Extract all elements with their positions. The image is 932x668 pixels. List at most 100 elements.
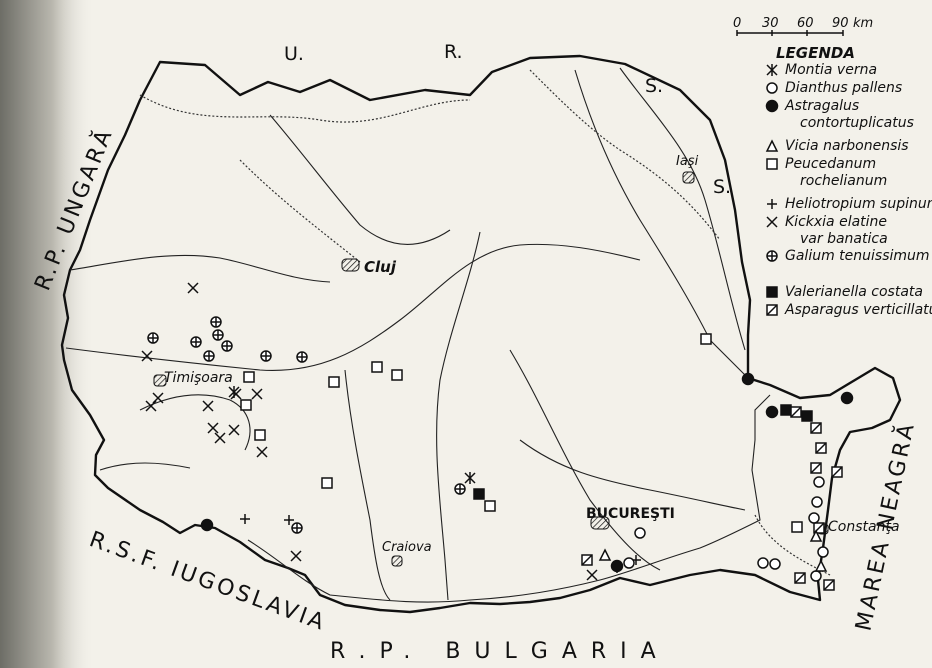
marker-plus-25 <box>240 514 250 524</box>
marker-circle-plus-16 <box>212 329 224 341</box>
marker-circle-open-61 <box>757 557 769 569</box>
marker-circle-open-56 <box>634 527 646 539</box>
marker-cross-8 <box>228 424 240 436</box>
marker-square-hatched-55 <box>831 466 843 478</box>
marker-square-open-32 <box>391 369 403 381</box>
city-label-iasi: Iaşi <box>676 154 699 169</box>
scale-unit: km <box>853 16 873 31</box>
city-bucuresti: BUCUREŞTI <box>586 506 675 530</box>
scale-tick-60: 60 <box>797 16 814 31</box>
marker-cross-4 <box>202 400 214 412</box>
marker-cross-9 <box>214 432 226 444</box>
legend-label-7: Galium tenuissimum <box>785 248 930 264</box>
marker-cross-0 <box>187 282 199 294</box>
river-prut <box>619 67 746 351</box>
city-label-timisoara: Timişoara <box>164 370 233 386</box>
marker-square-hatched-47 <box>581 554 593 566</box>
marker-square-open-29 <box>243 371 255 383</box>
marker-square-filled-46 <box>801 410 813 422</box>
railway-cluj <box>239 159 361 263</box>
marker-square-open-30 <box>328 376 340 388</box>
legend-label-9: Asparagus verticillatus <box>784 302 932 318</box>
label-north-r: R. <box>444 41 463 63</box>
marker-circle-filled-40 <box>741 372 755 386</box>
city-timisoara: Timişoara <box>153 370 233 387</box>
legend-label-6-cont: var banatica <box>800 231 888 247</box>
legend-label-2: Astragalus <box>784 98 859 114</box>
marker-square-hatched-50 <box>815 442 827 454</box>
legend-symbol-square-hatched <box>766 304 778 316</box>
marker-circle-filled-43 <box>610 559 624 573</box>
marker-circle-open-59 <box>808 512 820 524</box>
marker-square-open-34 <box>254 429 266 441</box>
marker-square-open-35 <box>321 477 333 489</box>
marker-square-open-38 <box>791 521 803 533</box>
river-crisuri <box>69 254 331 283</box>
marker-plus-26 <box>284 515 294 525</box>
marker-square-hatched-48 <box>790 406 802 418</box>
city-iasi: Iaşi <box>676 154 699 184</box>
marker-triangle-open-66 <box>809 529 823 542</box>
river-mures <box>65 243 641 371</box>
legend-label-0: Montia verna <box>785 62 877 78</box>
legend-symbol-cross <box>766 216 778 228</box>
legend-symbol-circle-plus <box>766 250 778 262</box>
marker-circle-plus-22 <box>291 522 303 534</box>
marker-square-hatched-51 <box>810 462 822 474</box>
marker-asterisk-23 <box>228 386 240 398</box>
legend-symbol-circle-filled <box>765 99 779 113</box>
legend-label-2-cont: contortuplicatus <box>800 115 914 131</box>
cities: Iaşi Cluj Timişoara Craiova BUCUREŞTI Co… <box>153 154 900 567</box>
legend-label-1: Dianthus pallens <box>785 80 902 96</box>
label-bulgaria: R.P. BULGARIA <box>330 639 670 664</box>
legend-label-3: Vicia narbonensis <box>785 138 909 154</box>
marker-asterisk-24 <box>464 472 476 484</box>
legend-label-6: Kickxia elatine <box>785 214 887 230</box>
marker-square-hatched-54 <box>823 579 835 591</box>
river-siret <box>574 69 749 379</box>
marker-cross-1 <box>141 350 153 362</box>
marker-circle-plus-17 <box>221 340 233 352</box>
river-danube <box>247 394 771 603</box>
legend-symbol-triangle-open <box>765 139 779 152</box>
marker-cross-7 <box>207 422 219 434</box>
legend-label-4-cont: rochelianum <box>800 173 887 189</box>
marker-triangle-open-65 <box>598 548 612 561</box>
river-ialomita <box>519 439 746 511</box>
river-banat <box>139 394 251 451</box>
scale-bar: 0 30 60 90 km <box>733 16 873 36</box>
city-craiova: Craiova <box>382 540 432 567</box>
railway-east <box>529 69 721 241</box>
marker-circle-plus-15 <box>210 316 222 328</box>
river-olt <box>436 231 481 601</box>
scan-edge-shading <box>0 0 95 668</box>
marker-cross-6 <box>251 388 263 400</box>
legend-label-5: Heliotropium supinum <box>785 196 932 212</box>
city-label-craiova: Craiova <box>382 540 432 555</box>
scale-tick-0: 0 <box>733 16 741 31</box>
marker-circle-open-60 <box>817 546 829 558</box>
river-mehedinti <box>99 462 191 471</box>
river-somes <box>269 114 451 245</box>
legend-symbol-square-filled <box>766 286 778 298</box>
marker-square-open-33 <box>240 399 252 411</box>
city-label-constanta: Constanţa <box>828 519 900 535</box>
marker-triangle-open-67 <box>814 559 828 572</box>
railway-south <box>754 514 831 576</box>
marker-square-hatched-49 <box>810 422 822 434</box>
marker-circle-open-57 <box>813 476 825 488</box>
label-north-s1: S. <box>645 75 663 97</box>
scale-tick-90: 90 <box>832 16 849 31</box>
legend-symbol-circle-open <box>766 82 778 94</box>
city-label-cluj: Cluj <box>364 258 397 276</box>
marker-circle-filled-42 <box>840 391 854 405</box>
marker-cross-3 <box>145 400 157 412</box>
neighbor-labels: U. R. S. S. R.P. UNGARĂ R.S.F. IUGOSLAVI… <box>29 41 921 664</box>
marker-cross-10 <box>256 446 268 458</box>
marker-square-open-37 <box>700 333 712 345</box>
marker-circle-plus-14 <box>190 336 202 348</box>
marker-square-filled-45 <box>780 404 792 416</box>
marker-circle-plus-20 <box>296 351 308 363</box>
city-cluj: Cluj <box>341 258 397 276</box>
